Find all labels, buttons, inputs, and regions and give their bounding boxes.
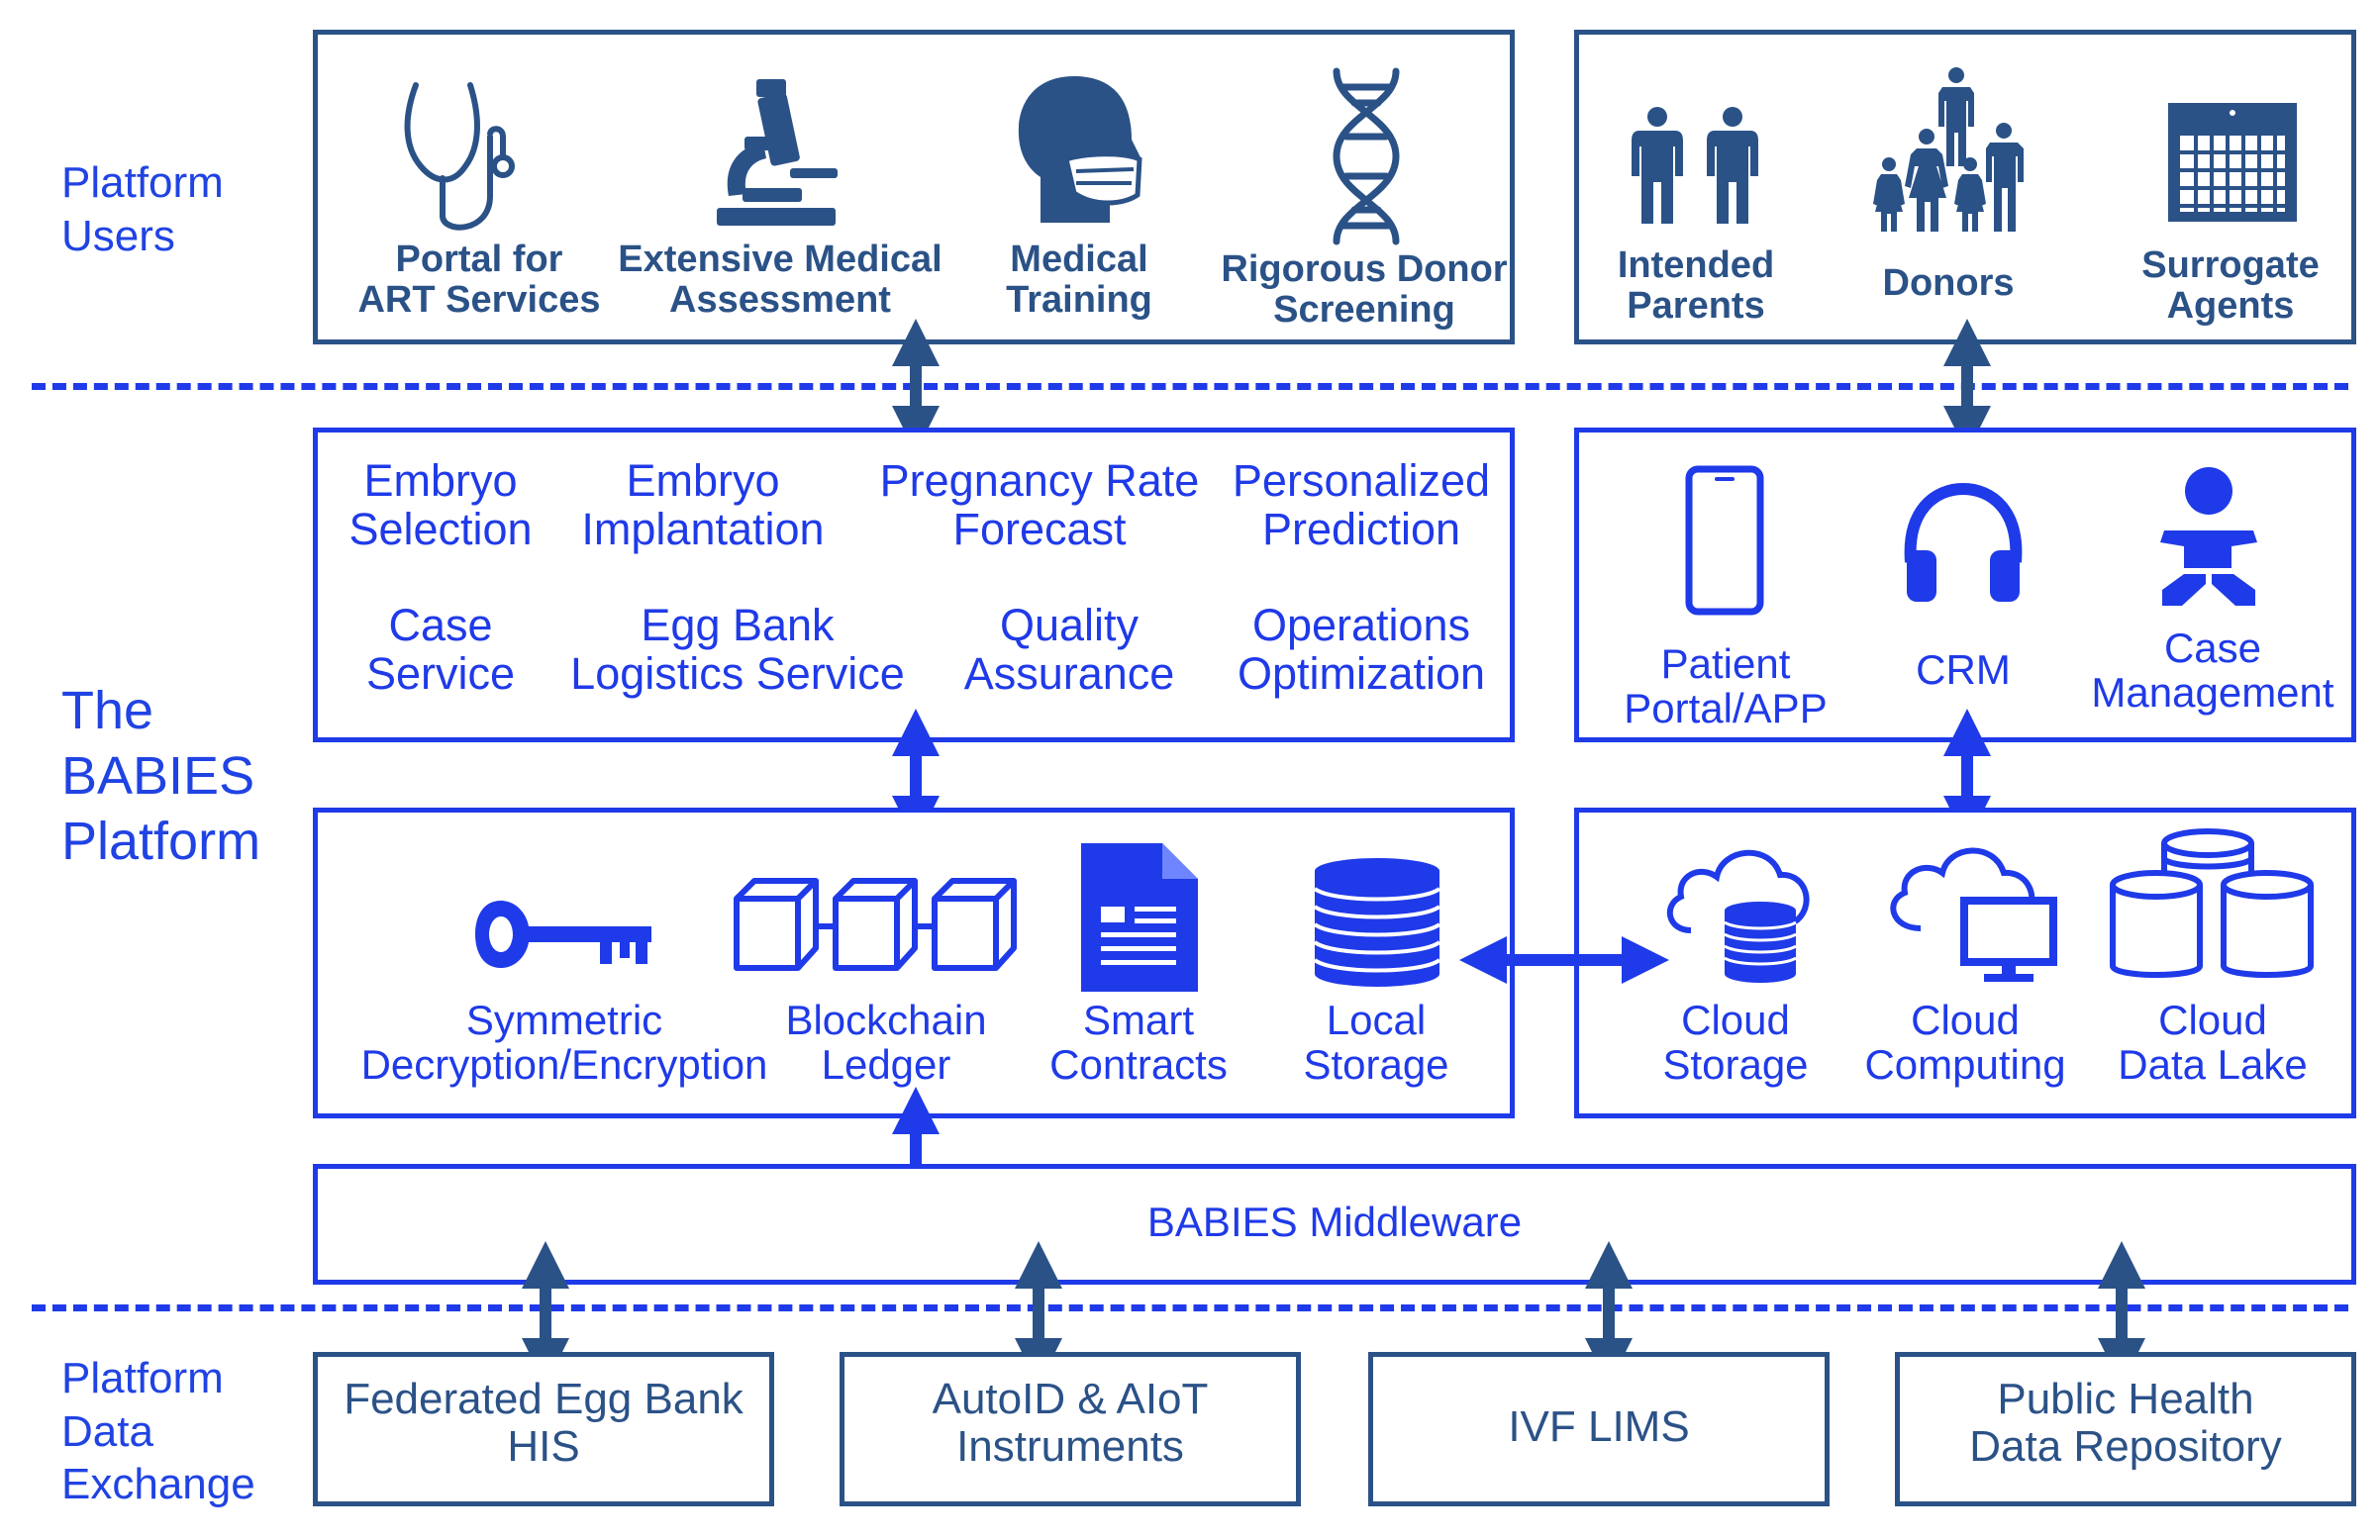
engagement-label: Patient Portal/APP [1624, 640, 1828, 732]
section-label-line: Platform [61, 811, 261, 871]
user-label: Extensive Medical Assessment [618, 239, 942, 322]
user-label: Surrogate Agents [2141, 244, 2320, 328]
two-people-icon [1632, 107, 1758, 224]
exchange-label: Public Health Data Repository [1969, 1375, 2282, 1471]
services-box [313, 428, 1515, 742]
section-label-line: Data [61, 1406, 153, 1456]
headphones-icon [1904, 482, 2023, 602]
core-label: Blockchain Ledger [785, 997, 987, 1089]
arrow-services-core [892, 709, 940, 843]
arrow-middleware-public-health [2098, 1241, 2145, 1386]
section-label-line: Users [61, 211, 175, 260]
user-label: Donors [1882, 262, 2015, 304]
service-label: Embryo Implantation [581, 455, 825, 554]
section-label-exchange: Platform Data Exchange [61, 1352, 255, 1511]
arrow-users-services [892, 319, 940, 453]
engagement-label: Case Management [2091, 625, 2334, 717]
service-label: Quality Assurance [963, 600, 1175, 699]
section-label-line: BABIES [61, 745, 255, 806]
service-label: Operations Optimization [1237, 600, 1486, 699]
stethoscope-icon [404, 82, 515, 231]
exchange-box-egg-bank [313, 1352, 774, 1506]
arrow-users-engagement [1943, 319, 1991, 453]
arrow-engagement-cloud [1943, 709, 1991, 843]
arrow-local-cloud [1459, 936, 1669, 984]
service-label: Case Service [365, 600, 516, 699]
cloud-label: Cloud Computing [1864, 997, 2066, 1089]
section-label-users: Platform Users [61, 156, 224, 262]
exchange-label: AutoID & AIoT Instruments [932, 1375, 1209, 1471]
arrow-middleware-ivf [1585, 1241, 1633, 1386]
database-icon [1313, 858, 1441, 987]
user-label: Medical Training [1006, 239, 1152, 322]
middleware-box [313, 1164, 2356, 1285]
baby-icon [2160, 467, 2257, 606]
exchange-label: Federated Egg Bank HIS [344, 1375, 744, 1471]
divider-platform-exchange [32, 1304, 2348, 1311]
core-label: Local Storage [1303, 997, 1449, 1089]
service-label: Egg Bank Logistics Service [570, 600, 905, 699]
cloud-computing-icon [1890, 847, 2057, 982]
exchange-box-public-health [1895, 1352, 2356, 1506]
exchange-box-autoid [840, 1352, 1301, 1506]
divider-users-platform [32, 383, 2348, 390]
service-label: Pregnancy Rate Forecast [879, 455, 1200, 554]
user-label: Intended Parents [1617, 244, 1775, 328]
user-label: Portal for ART Services [357, 239, 601, 322]
data-lake-icon [2110, 828, 2314, 978]
arrow-middleware-autoid [1015, 1241, 1062, 1386]
section-label-platform: The BABIES Platform [61, 679, 260, 875]
cloud-storage-icon [1666, 849, 1810, 983]
cloud-label: Cloud Storage [1662, 997, 1809, 1089]
microscope-icon [717, 79, 838, 226]
calendar-icon [2168, 103, 2297, 222]
masked-head-icon [1018, 76, 1142, 223]
dna-icon [1333, 67, 1400, 245]
blockchain-icon [734, 878, 1017, 971]
smartphone-icon [1685, 465, 1764, 616]
engagement-label: CRM [1916, 646, 2011, 693]
section-label-line: Exchange [61, 1460, 255, 1509]
exchange-box-ivf [1368, 1352, 1830, 1506]
service-label: Personalized Prediction [1232, 455, 1491, 554]
arrow-middleware-egg-bank [522, 1241, 569, 1386]
section-label-line: Platform [61, 158, 224, 207]
user-label: Rigorous Donor Screening [1221, 248, 1508, 332]
core-label: Symmetric Decryption/Encryption [360, 997, 768, 1089]
key-icon [475, 901, 651, 968]
middleware-label: BABIES Middleware [1146, 1199, 1523, 1245]
cloud-label: Cloud Data Lake [2118, 997, 2308, 1089]
section-label-line: The [61, 681, 154, 740]
family-icon [1873, 67, 2024, 232]
service-label: Embryo Selection [348, 455, 533, 554]
users-left-box [313, 30, 1515, 344]
core-label: Smart Contracts [1049, 997, 1228, 1089]
exchange-label: IVF LIMS [1508, 1402, 1690, 1451]
document-icon [1081, 843, 1198, 992]
section-label-line: Platform [61, 1354, 224, 1402]
